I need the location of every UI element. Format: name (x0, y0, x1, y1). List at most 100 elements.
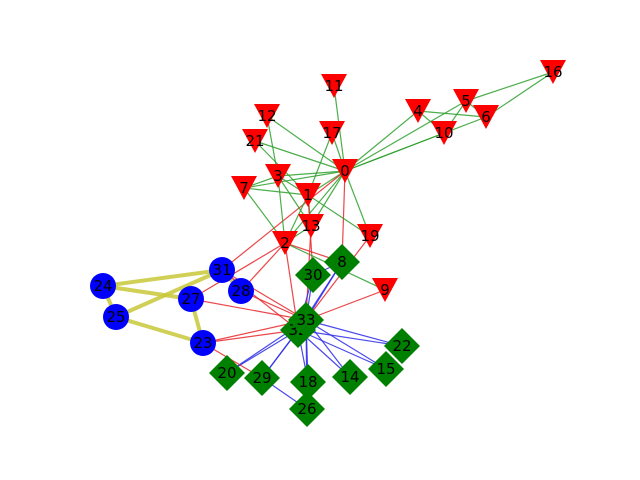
node-31: 31 (209, 257, 235, 283)
node-30: 30 (295, 257, 331, 293)
edge-23-25 (115, 315, 204, 345)
node-20: 20 (209, 355, 245, 391)
edge-0-12 (266, 115, 346, 172)
edge-24-31 (102, 268, 223, 288)
node-shape-28 (228, 278, 254, 304)
node-label-17: 17 (322, 124, 341, 142)
node-label-31: 31 (212, 261, 231, 279)
node-18: 18 (290, 364, 326, 400)
node-label-20: 20 (217, 364, 236, 382)
edge-22-33 (305, 319, 403, 347)
node-label-0: 0 (340, 162, 350, 180)
node-label-8: 8 (337, 253, 347, 271)
node-shape-23 (190, 330, 216, 356)
node-label-25: 25 (106, 308, 125, 326)
node-19: 19 (357, 224, 383, 248)
node-0: 0 (332, 159, 358, 183)
node-label-33: 33 (296, 311, 315, 329)
node-shape-11 (321, 74, 347, 98)
node-label-4: 4 (413, 102, 423, 120)
node-1: 1 (295, 183, 321, 207)
node-13: 13 (298, 214, 324, 238)
node-shape-4 (405, 99, 431, 123)
node-label-14: 14 (340, 368, 359, 386)
node-shape-29 (244, 360, 280, 396)
node-12: 12 (254, 104, 280, 128)
node-2: 2 (272, 231, 298, 255)
node-shape-20 (209, 355, 245, 391)
node-shape-9 (372, 278, 398, 302)
node-label-9: 9 (380, 281, 390, 299)
edge-1-19 (307, 194, 371, 237)
node-shape-24 (90, 273, 116, 299)
node-7: 7 (231, 176, 257, 200)
edge-27-33 (190, 298, 307, 321)
edge-20-32 (226, 329, 299, 374)
node-4: 4 (405, 99, 431, 123)
edge-0-5 (344, 100, 467, 172)
node-22: 22 (384, 328, 420, 364)
node-6: 6 (473, 105, 499, 129)
node-28: 28 (228, 278, 254, 304)
node-label-1: 1 (303, 186, 313, 204)
edge-2-27 (190, 242, 286, 300)
node-label-15: 15 (376, 360, 395, 378)
node-shape-15 (368, 351, 404, 387)
node-shape-17 (319, 121, 345, 145)
node-shape-6 (473, 105, 499, 129)
node-shape-7 (231, 176, 257, 200)
node-14: 14 (332, 359, 368, 395)
node-label-19: 19 (360, 227, 379, 245)
node-shape-16 (540, 60, 566, 84)
node-label-28: 28 (231, 282, 250, 300)
node-shape-14 (332, 359, 368, 395)
edge-15-32 (297, 329, 387, 370)
node-16: 16 (540, 60, 566, 84)
node-17: 17 (319, 121, 345, 145)
node-label-10: 10 (434, 124, 453, 142)
node-8: 8 (324, 244, 360, 280)
node-label-3: 3 (273, 167, 283, 185)
node-label-6: 6 (481, 108, 491, 126)
node-5: 5 (453, 89, 479, 113)
node-label-29: 29 (252, 369, 271, 387)
edge-22-32 (297, 329, 403, 347)
node-shape-0 (332, 159, 358, 183)
node-shape-3 (265, 164, 291, 188)
node-9: 9 (372, 278, 398, 302)
node-label-11: 11 (324, 77, 343, 95)
edge-0-31 (221, 170, 346, 271)
node-label-22: 22 (392, 337, 411, 355)
edge-0-10 (344, 132, 445, 172)
node-label-18: 18 (298, 373, 317, 391)
node-11: 11 (321, 74, 347, 98)
node-shape-33 (288, 302, 324, 338)
edge-9-33 (305, 289, 386, 321)
node-27: 27 (178, 286, 204, 312)
node-shape-13 (298, 214, 324, 238)
edge-1-7 (243, 187, 309, 196)
node-shape-2 (272, 231, 298, 255)
node-29: 29 (244, 360, 280, 396)
node-shape-18 (290, 364, 326, 400)
node-33: 33 (288, 302, 324, 338)
node-23: 23 (190, 330, 216, 356)
node-label-7: 7 (239, 179, 249, 197)
node-label-23: 23 (193, 334, 212, 352)
node-shape-1 (295, 183, 321, 207)
edge-0-7 (243, 170, 346, 189)
node-26: 26 (289, 391, 325, 427)
node-label-13: 13 (301, 217, 320, 235)
node-label-21: 21 (245, 132, 264, 150)
node-shape-26 (289, 391, 325, 427)
node-label-24: 24 (93, 277, 112, 295)
node-shape-5 (453, 89, 479, 113)
node-shape-21 (242, 129, 268, 153)
edge-0-21 (254, 140, 346, 172)
node-15: 15 (368, 351, 404, 387)
node-label-30: 30 (303, 266, 322, 284)
node-21: 21 (242, 129, 268, 153)
edge-4-6 (417, 110, 487, 118)
node-24: 24 (90, 273, 116, 299)
